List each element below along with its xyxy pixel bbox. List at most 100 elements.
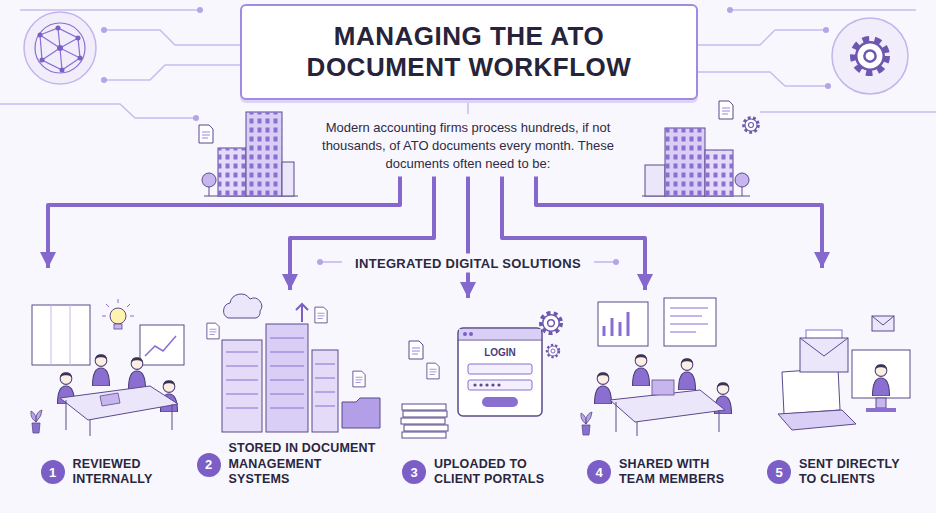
send-illustration bbox=[872, 316, 894, 331]
server-illustration bbox=[226, 338, 335, 408]
section-label: INTEGRATED DIGITAL SOLUTIONS bbox=[349, 254, 587, 273]
server-illustration bbox=[266, 324, 308, 432]
step-label: STORED IN DOCUMENT MANAGEMENT SYSTEMS bbox=[229, 441, 379, 488]
network-globe bbox=[40, 58, 45, 63]
server-illustration bbox=[224, 294, 262, 318]
circuit-traces bbox=[20, 9, 200, 11]
portal-illustration bbox=[401, 418, 445, 424]
step-label: UPLOADED TO CLIENT PORTALS bbox=[434, 457, 546, 488]
flow-arrow bbox=[466, 177, 470, 298]
meeting-illustration bbox=[31, 299, 184, 436]
callout-number: 4 bbox=[587, 460, 611, 484]
network-globe bbox=[78, 56, 83, 61]
gear-emblem bbox=[832, 18, 908, 94]
trace-dots bbox=[727, 7, 733, 13]
send-illustration bbox=[778, 410, 856, 430]
network-globe bbox=[57, 45, 63, 51]
server-illustration bbox=[353, 371, 365, 387]
portal-illustration bbox=[485, 383, 488, 386]
meeting-illustration bbox=[100, 393, 120, 406]
office-buildings-left bbox=[218, 148, 246, 196]
portal-illustration bbox=[404, 425, 448, 431]
callout-number: 5 bbox=[767, 460, 791, 484]
server-illustration bbox=[312, 350, 338, 432]
portal-illustration bbox=[402, 432, 446, 438]
circuit-traces bbox=[0, 10, 936, 118]
label-trace-dots bbox=[317, 259, 323, 265]
circuit-traces bbox=[467, 100, 469, 114]
team-illustration bbox=[598, 302, 648, 346]
send-illustration bbox=[778, 316, 910, 430]
flow-arrow bbox=[290, 177, 434, 290]
team-illustration bbox=[652, 380, 674, 395]
meeting-illustration bbox=[66, 400, 172, 436]
intro-text: Modern accounting firms process hundreds… bbox=[304, 119, 632, 174]
portal-illustration bbox=[547, 345, 559, 357]
portal-illustration bbox=[402, 404, 446, 410]
team-illustration bbox=[616, 402, 719, 436]
team-illustration bbox=[679, 359, 696, 390]
network-globe bbox=[60, 68, 65, 73]
title-frame: MANAGING THE ATO DOCUMENT WORKFLOW bbox=[240, 4, 698, 100]
meeting-illustration bbox=[145, 336, 176, 356]
meeting-illustration bbox=[129, 358, 146, 389]
office-buildings-left bbox=[199, 125, 213, 143]
server-illustration bbox=[207, 323, 219, 339]
step-caption: 3UPLOADED TO CLIENT PORTALS bbox=[402, 457, 546, 488]
network-globe bbox=[56, 26, 61, 31]
portal-illustration bbox=[403, 411, 447, 417]
portal-illustration bbox=[458, 328, 542, 416]
portal-illustration bbox=[427, 363, 439, 379]
network-globe bbox=[38, 33, 43, 38]
office-buildings-right bbox=[742, 187, 743, 196]
team-illustration bbox=[664, 298, 716, 346]
meeting-illustration bbox=[31, 410, 42, 433]
portal-illustration bbox=[468, 380, 532, 390]
portal-illustration bbox=[479, 383, 482, 386]
team-illustration bbox=[633, 355, 650, 386]
send-illustration bbox=[782, 368, 840, 414]
trace-dots bbox=[101, 77, 107, 83]
trace-dots bbox=[197, 7, 203, 13]
step-caption: 4 SHARED WITH TEAM MEMBERS bbox=[587, 457, 727, 488]
office-buildings-left bbox=[246, 112, 282, 196]
office-buildings-right bbox=[665, 128, 705, 196]
step-caption: 5SENT DIRECTLY TO CLIENTS bbox=[767, 457, 911, 488]
circuit-traces bbox=[0, 104, 196, 118]
office-buildings-right bbox=[735, 173, 749, 187]
circuit-traces bbox=[104, 30, 240, 45]
meeting-illustration bbox=[51, 305, 70, 365]
portal-illustration bbox=[468, 364, 532, 374]
meeting-illustration bbox=[102, 299, 134, 316]
office-buildings-right bbox=[705, 150, 733, 196]
circuit-traces bbox=[730, 9, 916, 11]
portal-illustration bbox=[469, 332, 473, 336]
circuit-traces bbox=[760, 111, 936, 113]
office-buildings-left bbox=[282, 162, 294, 196]
send-illustration bbox=[876, 398, 886, 408]
portal-illustration bbox=[473, 383, 476, 386]
send-illustration bbox=[873, 365, 890, 396]
office-buildings-right bbox=[665, 128, 705, 196]
trace-dots bbox=[101, 27, 107, 33]
circuit-traces bbox=[104, 65, 240, 80]
network-globe bbox=[24, 12, 96, 84]
office-buildings-right bbox=[645, 165, 665, 196]
step-label: SHARED WITH TEAM MEMBERS bbox=[619, 457, 727, 488]
send-illustration bbox=[872, 316, 894, 325]
meeting-illustration bbox=[60, 386, 178, 420]
network-globe bbox=[38, 26, 83, 73]
meeting-illustration bbox=[32, 305, 90, 365]
screen-label: LOGIN bbox=[482, 347, 518, 358]
office-buildings-left bbox=[199, 112, 298, 196]
portal-illustration bbox=[473, 383, 500, 386]
gear-emblem bbox=[854, 40, 887, 73]
diagram-title: MANAGING THE ATO DOCUMENT WORKFLOW bbox=[256, 21, 682, 83]
gear-emblem bbox=[832, 18, 908, 94]
portal-illustration bbox=[541, 313, 561, 333]
server-illustration bbox=[315, 307, 327, 323]
team-illustration bbox=[670, 308, 708, 332]
portal-illustration bbox=[463, 332, 467, 336]
meeting-illustration bbox=[93, 355, 110, 386]
office-buildings-left bbox=[209, 187, 210, 196]
